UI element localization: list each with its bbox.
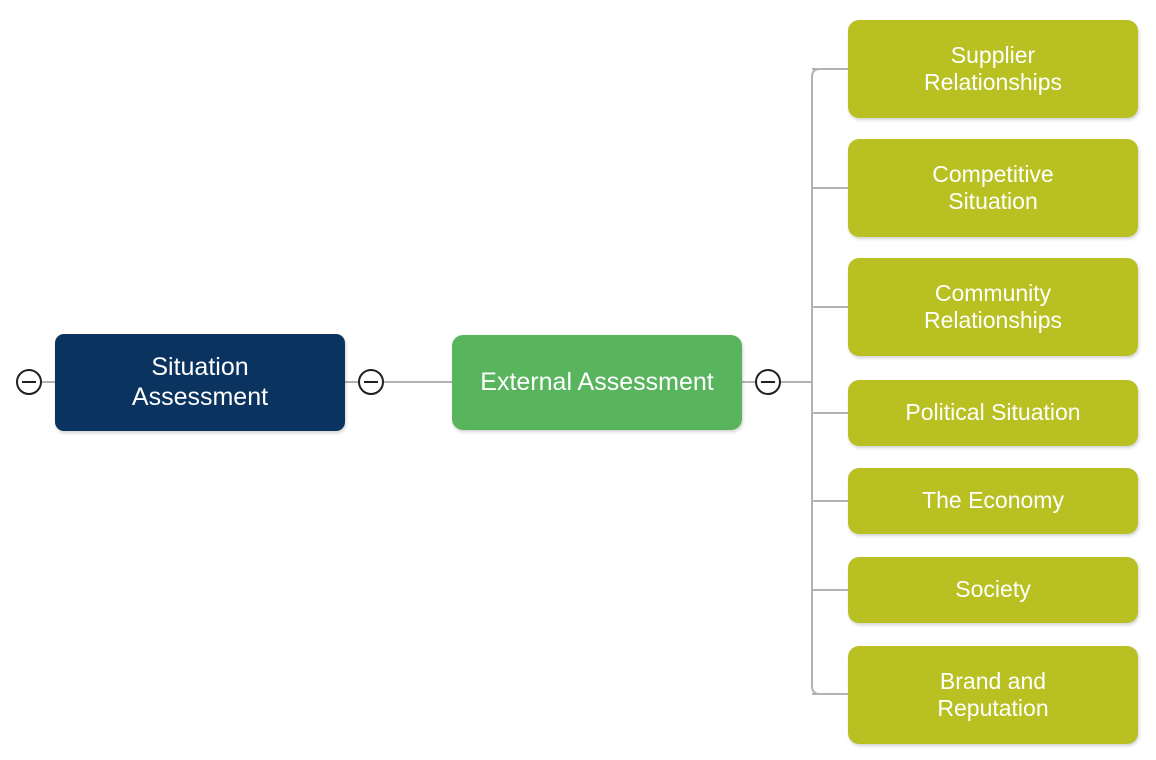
connector-trunk: [811, 68, 848, 695]
node-supplier-relationships[interactable]: Supplier Relationships: [848, 20, 1138, 118]
node-brand-and-reputation[interactable]: Brand and Reputation: [848, 646, 1138, 744]
node-situation-assessment[interactable]: Situation Assessment: [55, 334, 345, 431]
node-political-situation[interactable]: Political Situation: [848, 380, 1138, 446]
minus-circle-icon-root-left[interactable]: [16, 369, 42, 395]
node-community-relationships[interactable]: Community Relationships: [848, 258, 1138, 356]
node-society[interactable]: Society: [848, 557, 1138, 623]
node-competitive-situation[interactable]: Competitive Situation: [848, 139, 1138, 237]
minus-circle-icon-branch[interactable]: [755, 369, 781, 395]
minus-circle-icon-root-right[interactable]: [358, 369, 384, 395]
node-the-economy[interactable]: The Economy: [848, 468, 1138, 534]
node-external-assessment[interactable]: External Assessment: [452, 335, 742, 430]
